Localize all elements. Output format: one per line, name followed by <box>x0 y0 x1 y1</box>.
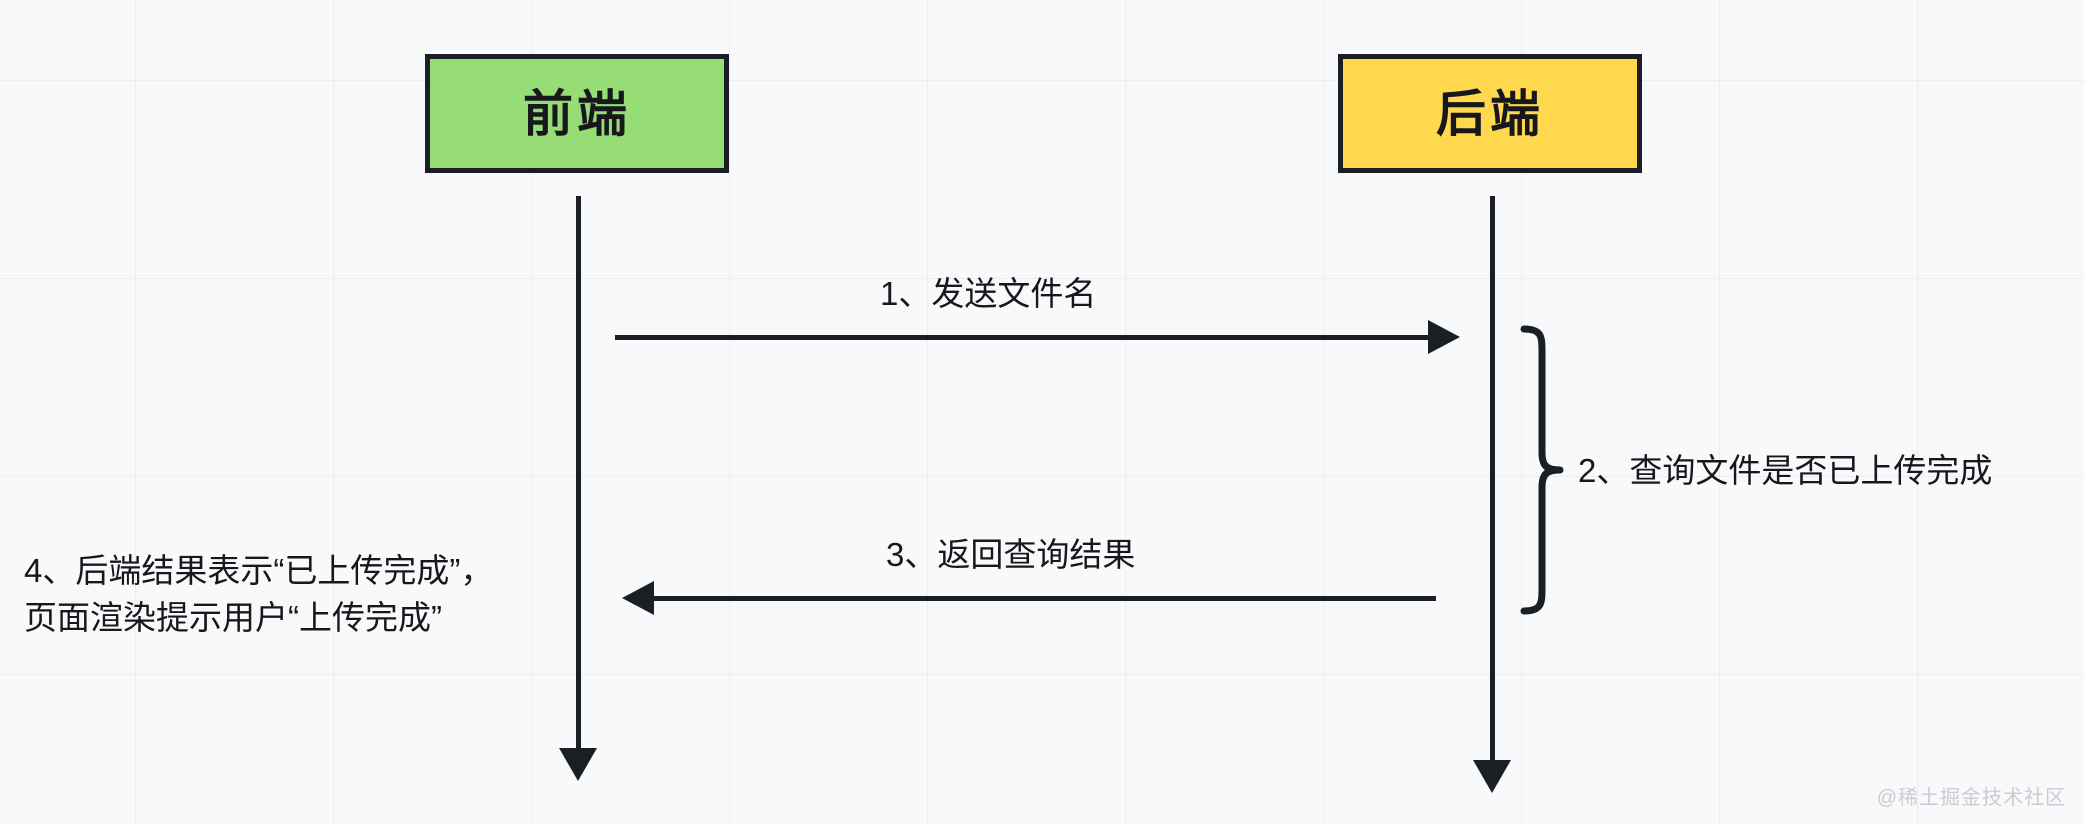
lifeline-backend <box>1490 196 1495 764</box>
participant-box-backend[interactable]: 后端 <box>1338 54 1642 173</box>
message-label-4-line1: 4、后端结果表示“已上传完成”， <box>24 552 494 589</box>
message-label-4: 4、后端结果表示“已上传完成”， 页面渲染提示用户“上传完成” <box>24 548 544 642</box>
lifeline-frontend-arrowhead-icon <box>559 748 597 781</box>
participant-box-frontend[interactable]: 前端 <box>425 54 729 173</box>
participant-label-frontend: 前端 <box>523 85 631 142</box>
arrowhead-right-icon <box>1428 320 1460 354</box>
participant-label-backend: 后端 <box>1436 85 1544 142</box>
message-label-4-line2: 页面渲染提示用户“上传完成” <box>24 598 442 636</box>
message-label-1: 1、发送文件名 <box>880 275 1097 312</box>
arrowhead-left-icon <box>622 581 654 615</box>
lifeline-frontend <box>576 196 581 752</box>
message-label-3: 3、返回查询结果 <box>886 536 1136 573</box>
watermark: @稀土掘金技术社区 <box>1876 787 2066 809</box>
message-arrow-3 <box>648 596 1436 601</box>
message-arrow-1 <box>615 335 1432 340</box>
self-call-brace-icon <box>1520 325 1564 615</box>
lifeline-backend-arrowhead-icon <box>1473 760 1511 793</box>
message-label-2: 2、查询文件是否已上传完成 <box>1578 452 1993 489</box>
